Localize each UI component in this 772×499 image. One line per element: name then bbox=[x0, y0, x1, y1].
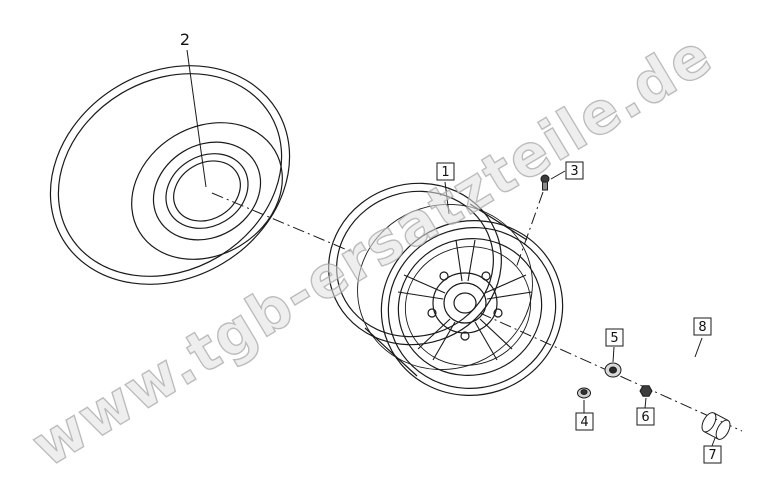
callout-rim[interactable]: 1 bbox=[436, 162, 455, 181]
callout-valve-nut[interactable]: 4 bbox=[575, 412, 594, 431]
svg-text:4: 4 bbox=[580, 415, 588, 430]
spokes bbox=[397, 239, 533, 361]
rim-barrel-top-line bbox=[469, 203, 528, 241]
svg-text:7: 7 bbox=[708, 448, 716, 463]
axis-valve bbox=[515, 191, 544, 269]
rim-front-outer bbox=[380, 220, 564, 396]
rim-back-lip bbox=[328, 182, 502, 346]
hub-bore bbox=[453, 292, 477, 314]
valve-stem-part bbox=[540, 174, 550, 191]
lug-holes bbox=[427, 271, 503, 341]
rim-spoke-bed-inner bbox=[404, 246, 532, 366]
tire-sidewall-ring bbox=[131, 122, 283, 260]
cap-part bbox=[701, 412, 731, 440]
callout-hex-nut[interactable]: 6 bbox=[636, 407, 655, 426]
rim-barrel-bottom-line bbox=[364, 327, 418, 377]
tire-drawing bbox=[49, 65, 291, 285]
tire-bead-inner bbox=[165, 153, 249, 229]
callout-tire[interactable]: 2 bbox=[180, 30, 190, 49]
axis-tire-to-rim bbox=[211, 192, 353, 253]
tire-center-hole bbox=[173, 160, 241, 222]
tire-bead-outer bbox=[152, 141, 262, 241]
valve-nut-part bbox=[577, 387, 591, 399]
hub-ring bbox=[443, 282, 487, 324]
tire-outer-edge bbox=[49, 65, 291, 285]
hub-plate bbox=[432, 272, 498, 334]
rim-front-lip bbox=[387, 227, 557, 389]
callout-axle[interactable]: 8 bbox=[693, 317, 712, 336]
leader-5 bbox=[612, 346, 615, 363]
leader-2 bbox=[186, 49, 207, 188]
leader-7 bbox=[711, 437, 716, 447]
leader-3 bbox=[550, 170, 566, 180]
callout-valve-stem[interactable]: 3 bbox=[565, 161, 584, 180]
watermark-text: www.tgb-ersatzteile.de bbox=[20, 20, 724, 480]
rim-spoke-bed-outer bbox=[397, 238, 543, 376]
rim-back-lip-inner bbox=[336, 190, 494, 338]
leader-6 bbox=[644, 397, 647, 409]
hex-nut-part bbox=[639, 385, 653, 397]
washer-part bbox=[604, 362, 622, 378]
callouts: 2 1 3 5 4 6 8 bbox=[180, 30, 722, 464]
svg-text:1: 1 bbox=[441, 165, 449, 180]
svg-text:3: 3 bbox=[570, 164, 578, 179]
rim-drawing bbox=[328, 182, 564, 396]
leader-8 bbox=[694, 337, 703, 358]
svg-text:8: 8 bbox=[698, 320, 706, 335]
callout-washer[interactable]: 5 bbox=[605, 328, 624, 347]
leader-1 bbox=[444, 181, 450, 215]
small-parts bbox=[540, 174, 731, 440]
svg-text:5: 5 bbox=[610, 331, 618, 346]
tire-tread-edge bbox=[57, 73, 283, 277]
callout-cap[interactable]: 7 bbox=[703, 445, 722, 464]
svg-text:6: 6 bbox=[641, 410, 649, 425]
leader-lines bbox=[186, 49, 716, 447]
